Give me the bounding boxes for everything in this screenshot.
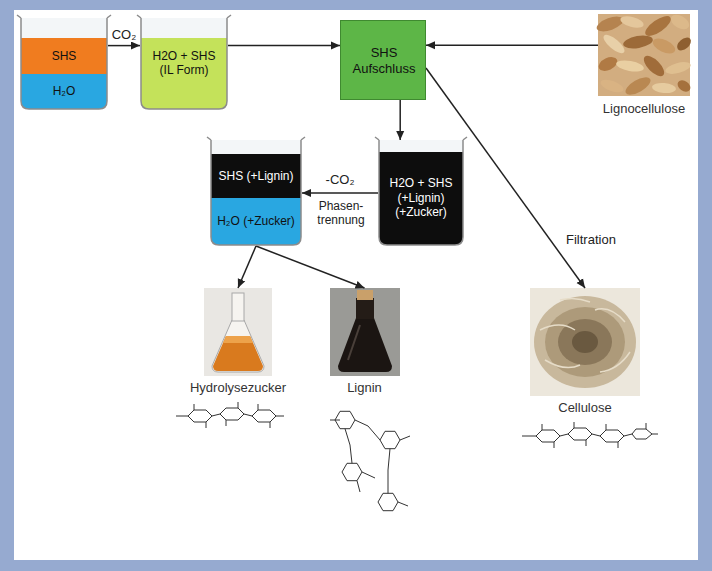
arrow-connector	[238, 246, 256, 288]
process-box: SHS Aufschluss	[340, 20, 426, 100]
node-text: H2O + SHS (IL Form)	[148, 49, 220, 78]
cellulose-photo	[530, 288, 640, 396]
node-text: SHS (+Lignin)	[218, 169, 293, 183]
text-slot: SHS	[20, 38, 108, 74]
edge-label: CO₂	[110, 27, 139, 43]
arrow-connector	[228, 45, 340, 47]
photo-node: Lignocellulose	[598, 14, 690, 118]
arrow-connector	[108, 45, 140, 47]
photo-node: Cellulose	[522, 288, 648, 418]
text-slot: Lignocellulose	[598, 100, 690, 118]
node-text: H2O + SHS (+Lignin) (+Zucker)	[385, 176, 457, 219]
beaker-outline	[210, 140, 302, 246]
wood-chips-photo	[595, 12, 694, 98]
arrow-connector	[302, 192, 378, 194]
node-text: SHS	[52, 49, 77, 63]
text-slot: H₂O (+Zucker)	[210, 198, 302, 245]
cellulose-structure	[522, 422, 658, 448]
text-slot: Hydrolysezucker	[182, 378, 294, 398]
node-text: SHS Aufschluss	[346, 45, 422, 76]
beaker: H2O + SHS (+Lignin) (+Zucker)	[378, 140, 464, 246]
photo-node: Lignin	[322, 288, 407, 400]
caption: Cellulose	[558, 400, 611, 416]
caption: Hydrolysezucker	[190, 380, 286, 396]
node-text: H₂O (+Zucker)	[217, 214, 295, 228]
edge-label: Filtration	[564, 232, 618, 248]
text-slot: H2O + SHS (+Lignin) (+Zucker)	[378, 152, 464, 244]
text-slot: Cellulose	[522, 398, 648, 418]
sugar-flask-photo	[204, 288, 272, 376]
lignin-structure	[330, 411, 410, 510]
note-label: Phasen- trennung	[308, 199, 374, 228]
caption: Lignocellulose	[603, 101, 685, 117]
caption: Lignin	[347, 380, 382, 396]
arrow-connector	[256, 246, 365, 288]
arrow-connector	[426, 44, 598, 46]
beaker: SHS H₂O	[20, 18, 108, 110]
sugar-structure	[176, 402, 284, 428]
node-text: H₂O	[53, 84, 76, 98]
edge-label: -CO₂	[324, 172, 357, 188]
beaker: SHS (+Lignin) H₂O (+Zucker)	[210, 140, 302, 246]
beaker: H2O + SHS (IL Form)	[140, 18, 228, 110]
photo-node: Hydrolysezucker	[182, 288, 294, 400]
text-slot: H2O + SHS (IL Form)	[140, 38, 228, 88]
lignin-flask-photo	[330, 288, 400, 376]
arrow-connector	[399, 100, 401, 140]
text-slot: SHS (+Lignin)	[210, 154, 302, 198]
text-slot: SHS Aufschluss	[341, 21, 427, 101]
text-slot: H₂O	[20, 74, 108, 109]
text-slot: Lignin	[322, 378, 407, 398]
